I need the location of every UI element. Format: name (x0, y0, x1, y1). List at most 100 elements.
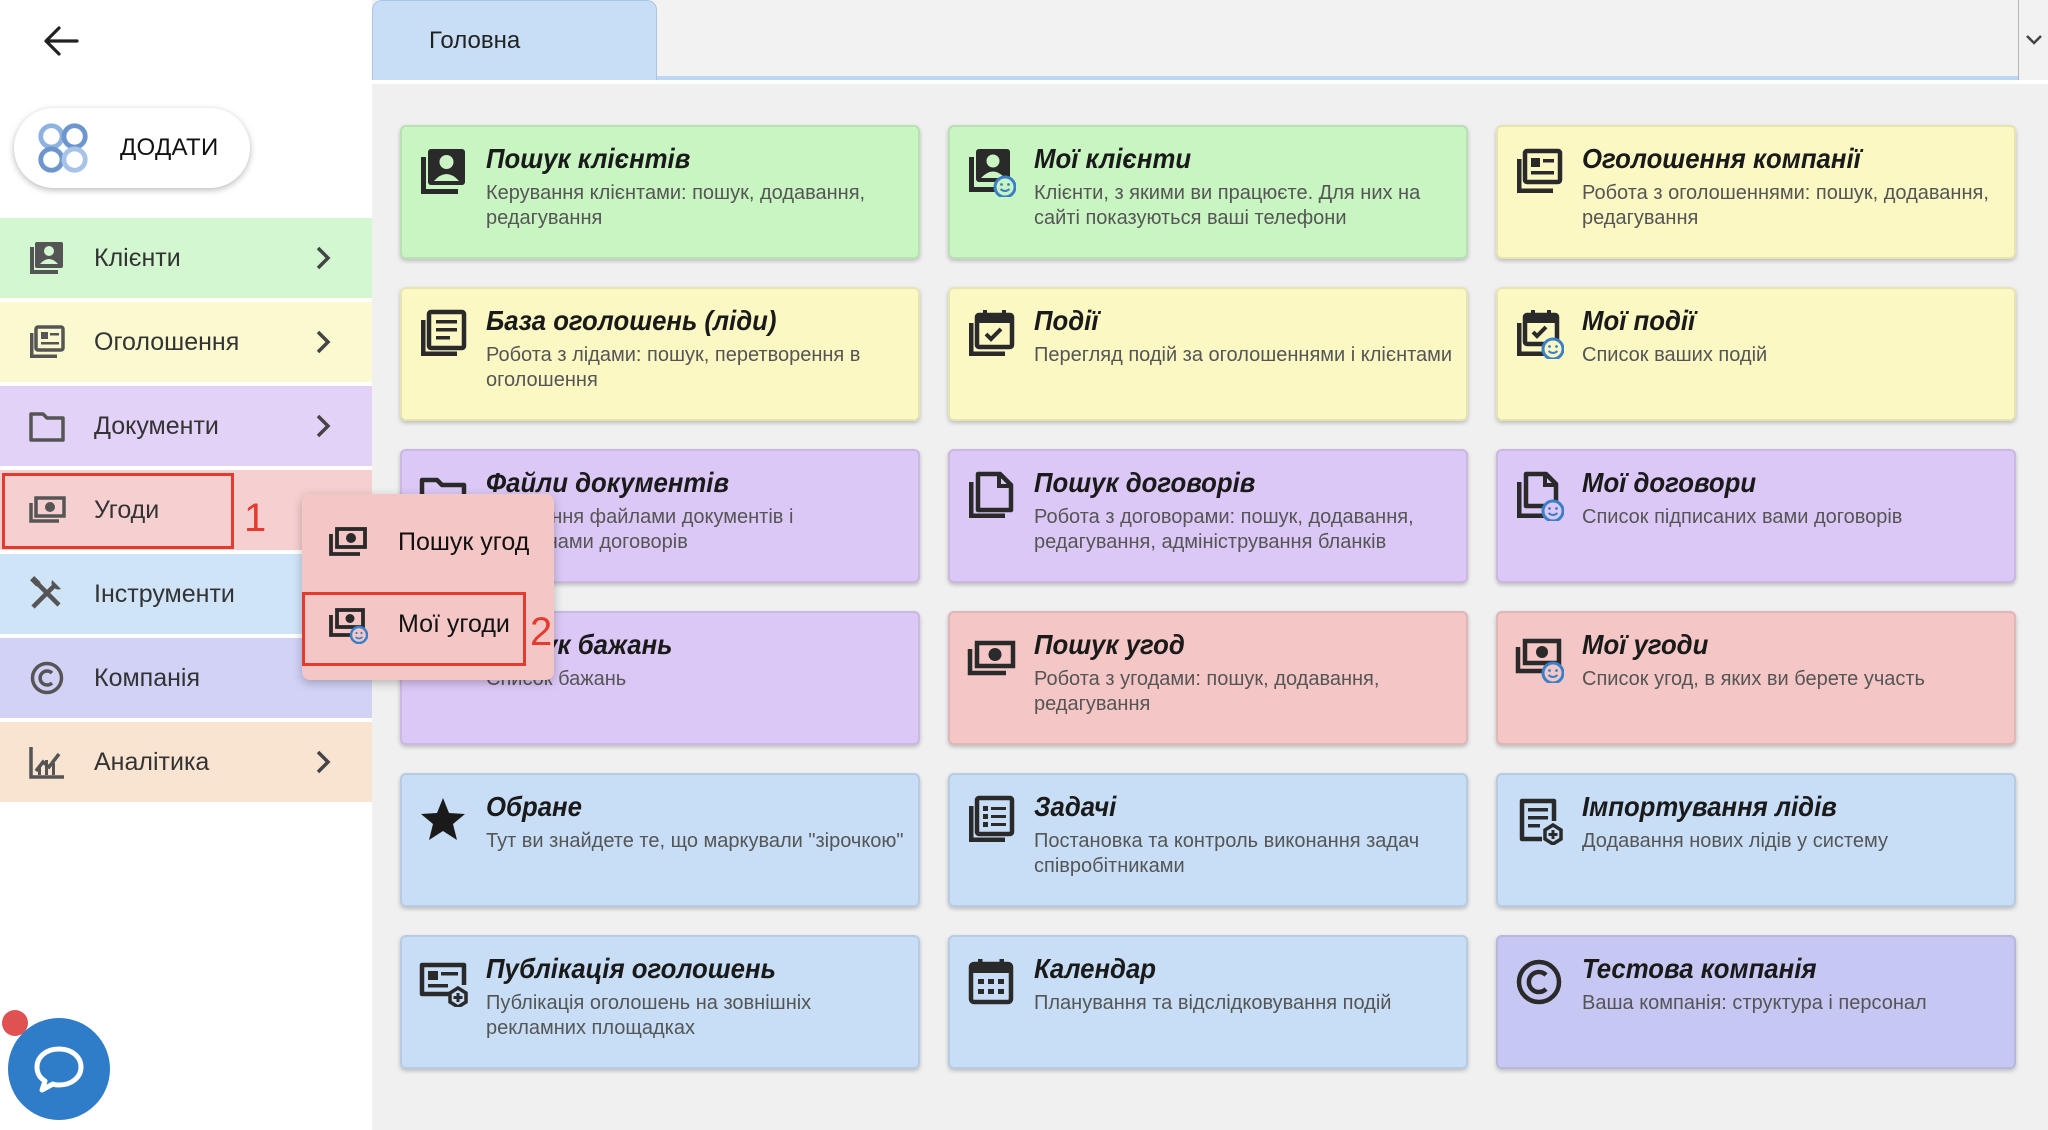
card-publish-announcements[interactable]: Публікація оголошень Публікація оголошен… (400, 935, 920, 1069)
copyright-icon (30, 661, 64, 695)
card-title: Пошук клієнтів (486, 143, 691, 174)
client-card-icon (421, 149, 465, 194)
card-my-deals[interactable]: Мої угоди Список угод, в яких ви берете … (1496, 611, 2016, 745)
sidebar-item-clients[interactable]: Клієнти (0, 218, 372, 298)
card-description: Керування клієнтами: пошук, додавання, р… (486, 182, 866, 229)
card-description: Робота з угодами: пошук, додавання, реда… (1034, 668, 1380, 715)
arrow-left-icon (44, 26, 79, 56)
deals-submenu: Пошук угод Мої угоди (302, 494, 554, 680)
card-title: Задачі (1034, 791, 1117, 822)
card-description: Робота з лідами: пошук, перетворення в о… (486, 344, 861, 391)
card-title: Публікація оголошень (486, 953, 776, 984)
money-icon (29, 496, 66, 523)
card-client-search[interactable]: Пошук клієнтів Керування клієнтами: пошу… (400, 125, 920, 259)
card-company-announcements[interactable]: Оголошення компанії Робота з оголошенням… (1496, 125, 2016, 259)
annotation-number-2: 2 (530, 610, 553, 654)
chevron-right-icon (316, 246, 331, 270)
chevron-right-icon (316, 414, 331, 438)
my-clients-icon (969, 149, 1016, 197)
tab-home[interactable]: Головна (372, 0, 657, 80)
sidebar-item-label: Аналітика (94, 747, 210, 776)
chevron-down-icon (2025, 35, 2042, 45)
sidebar-item-announcements[interactable]: Оголошення (0, 302, 372, 382)
card-import-leads[interactable]: Імпортування лідів Додавання нових лідів… (1496, 773, 2016, 907)
sidebar-item-analytics[interactable]: Аналітика (0, 722, 372, 802)
submenu-deal-search[interactable]: Пошук угод (302, 502, 554, 582)
chevron-right-icon (316, 330, 331, 354)
my-deals-icon (1515, 638, 1564, 683)
card-title: Мої договори (1582, 467, 1757, 498)
card-title: Оголошення компанії (1582, 143, 1861, 174)
client-card-icon (30, 242, 63, 274)
my-contracts-icon (1517, 471, 1564, 521)
add-logo-icon (38, 123, 88, 173)
announcement-icon (1517, 148, 1563, 193)
card-description: Клієнти, з якими ви працюєте. Для них на… (1034, 182, 1421, 229)
chevron-right-icon (316, 750, 331, 774)
card-favorites[interactable]: Обране Тут ви знайдете те, що маркували … (400, 773, 920, 907)
add-button[interactable]: ДОДАТИ (14, 108, 250, 188)
card-title: Файли документів (486, 467, 730, 498)
chat-button[interactable] (8, 1018, 110, 1120)
back-button[interactable] (38, 18, 84, 64)
card-my-clients[interactable]: Мої клієнти Клієнти, з якими ви працюєте… (948, 125, 1468, 259)
card-title: Обране (486, 791, 582, 822)
submenu-my-deals[interactable]: Мої угоди (302, 584, 554, 664)
card-title: Мої події (1582, 305, 1696, 336)
money-icon (329, 527, 367, 556)
sidebar-item-documents[interactable]: Документи (0, 386, 372, 466)
card-description: Список ваших подій (1582, 344, 1768, 366)
calendar-check-icon (969, 310, 1015, 356)
copyright-icon (1516, 959, 1562, 1005)
card-description: Публікація оголошень на зовнішніх реклам… (486, 992, 812, 1039)
card-my-contracts[interactable]: Мої договори Список підписаних вами дого… (1496, 449, 2016, 583)
submenu-item-label: Пошук угод (398, 527, 530, 556)
add-button-label: ДОДАТИ (120, 134, 219, 161)
card-test-company[interactable]: Тестова компанія Ваша компанія: структур… (1496, 935, 2016, 1069)
annotation-number-1: 1 (244, 496, 267, 540)
card-description: Тут ви знайдете те, що маркували "зірочк… (486, 830, 904, 852)
my-deals-icon (329, 608, 368, 644)
sidebar-item-label: Інструменти (94, 579, 235, 608)
money-icon (967, 640, 1016, 676)
card-calendar[interactable]: Календар Планування та відслідковування … (948, 935, 1468, 1069)
card-description: Перегляд подій за оголошеннями і клієнта… (1034, 344, 1453, 366)
card-description: Список підписаних вами договорів (1582, 506, 1903, 528)
card-title: Календар (1034, 953, 1157, 984)
contracts-icon (969, 471, 1014, 518)
tasks-icon (969, 795, 1015, 842)
sidebar-item-label: Клієнти (94, 243, 181, 272)
chat-bubble-icon (34, 1046, 84, 1093)
calendar-icon (968, 959, 1014, 1005)
card-description: Робота з договорами: пошук, додавання, р… (1034, 506, 1414, 553)
analytics-icon (29, 747, 64, 779)
card-title: Мої угоди (1582, 629, 1709, 660)
tab-bar: Головна (372, 0, 2048, 80)
card-leads-base[interactable]: База оголошень (ліди) Робота з лідами: п… (400, 287, 920, 421)
card-title: Імпортування лідів (1582, 791, 1837, 822)
card-description: Список угод, в яких ви берете участь (1582, 668, 1925, 690)
card-deal-search[interactable]: Пошук угод Робота з угодами: пошук, дода… (948, 611, 1468, 745)
tools-icon (30, 576, 61, 609)
card-events[interactable]: Події Перегляд подій за оголошеннями і к… (948, 287, 1468, 421)
sidebar-item-label: Документи (94, 411, 219, 440)
main-dashboard: Пошук клієнтів Керування клієнтами: пошу… (372, 84, 2048, 1130)
folder-icon (29, 412, 65, 442)
card-contract-search[interactable]: Пошук договорів Робота з договорами: пош… (948, 449, 1468, 583)
card-description: Додавання нових лідів у систему (1582, 830, 1888, 852)
sidebar-item-label: Компанія (94, 663, 200, 692)
card-title: Мої клієнти (1034, 143, 1192, 174)
card-description: Планування та відслідковування подій (1034, 992, 1392, 1014)
card-title: База оголошень (ліди) (486, 305, 777, 336)
card-tasks[interactable]: Задачі Постановка та контроль виконання … (948, 773, 1468, 907)
sidebar-item-label: Оголошення (94, 327, 240, 356)
tabs-dropdown-button[interactable] (2018, 0, 2048, 80)
card-my-events[interactable]: Мої події Список ваших подій (1496, 287, 2016, 421)
publish-icon (419, 962, 468, 1007)
card-description: Ваша компанія: структура і персонал (1582, 992, 1927, 1014)
import-leads-icon (1519, 798, 1563, 845)
card-title: Пошук угод (1034, 629, 1185, 660)
card-description: Постановка та контроль виконання задач с… (1034, 830, 1420, 877)
submenu-item-label: Мої угоди (398, 609, 510, 638)
my-events-icon (1517, 310, 1564, 359)
